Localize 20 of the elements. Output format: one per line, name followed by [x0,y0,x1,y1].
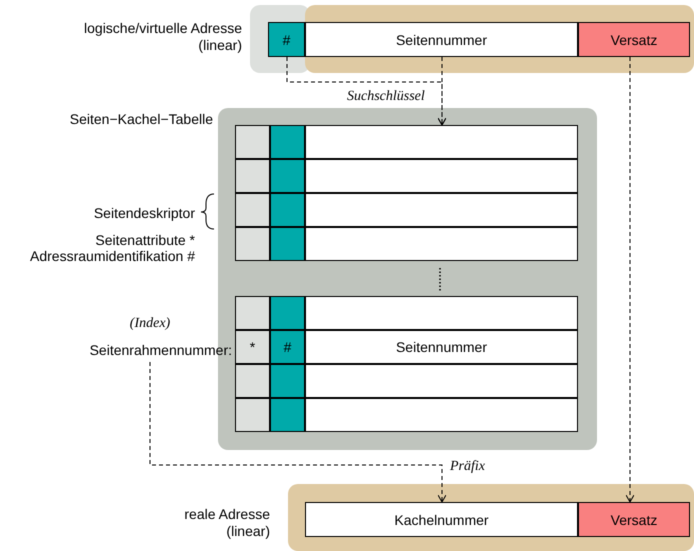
address-field: Kachelnummer [305,502,578,537]
arrow [150,362,446,502]
side-label: Seitendeskriptor [92,205,195,221]
side-label: Adressraumidentifikation # [29,248,195,264]
index-note: (Index) [128,316,172,332]
arrow [438,56,446,126]
table-cell: Seitennummer [305,330,578,364]
address-field: Versatz [578,502,690,537]
address-heading: reale Adresse (linear) [183,506,270,540]
table-cell: # [270,330,305,364]
address-field: Versatz [578,22,690,57]
address-field: # [268,22,305,57]
address-field: Seitennummer [305,22,578,57]
row-label: Seitenrahmennummer: [88,342,232,358]
address-heading: logische/virtuelle Adresse (linear) [83,20,242,54]
table-cell: * [235,330,270,364]
table-heading: Seiten−Kachel−Tabelle [68,111,213,128]
side-label: Seitenattribute * [94,232,195,248]
arrow [626,56,634,502]
edge-label: Präfix [448,459,487,475]
